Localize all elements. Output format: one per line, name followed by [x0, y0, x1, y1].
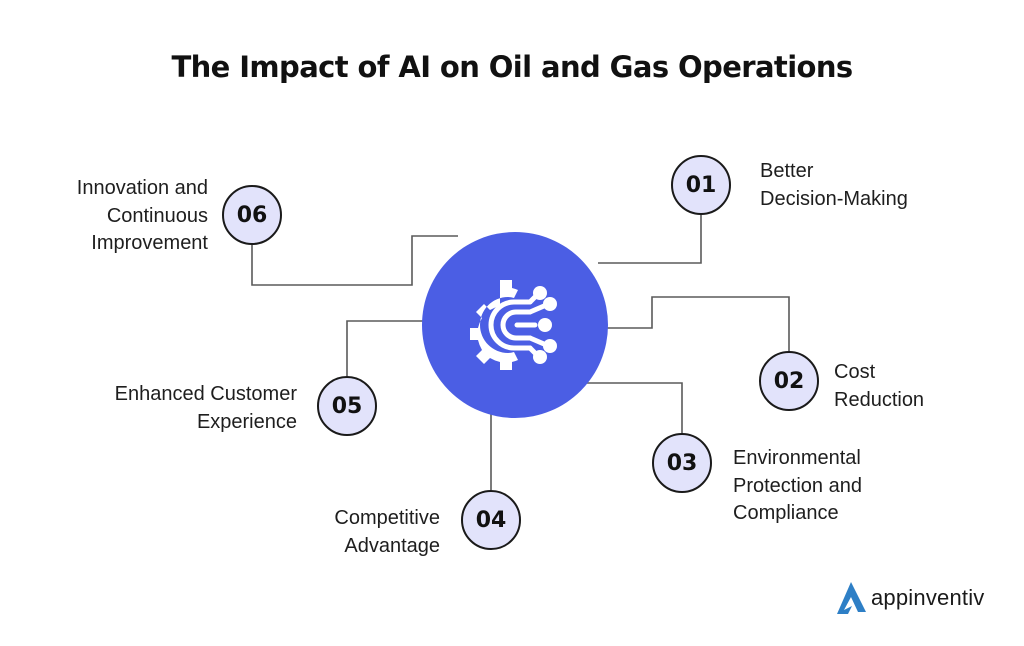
connector-06: [251, 235, 458, 286]
label-01: Better Decision-Making: [760, 158, 908, 213]
badge-02: 02: [759, 351, 819, 411]
label-line: Protection and: [733, 474, 862, 497]
label-line: Cost: [834, 361, 876, 383]
badge-06: 06: [222, 185, 282, 245]
label-line: Compliance: [733, 502, 839, 524]
label-line: Advantage: [344, 534, 440, 557]
label-line: Experience: [196, 410, 297, 433]
label-03: Environmental Protection and Compliance: [733, 445, 862, 528]
badge-05: 05: [317, 376, 377, 436]
label-04: Competitive Advantage: [334, 505, 440, 560]
connector-03: [570, 382, 683, 433]
label-line: Continuous: [106, 204, 208, 227]
label-line: Enhanced Customer: [114, 383, 297, 405]
label-line: Improvement: [91, 232, 208, 254]
label-line: Environmental: [733, 447, 861, 469]
brand-name: appinventiv: [871, 585, 985, 610]
badge-01: 01: [671, 155, 731, 215]
label-05: Enhanced Customer Experience: [115, 381, 297, 436]
badge-03: 03: [652, 433, 712, 493]
connector-02: [605, 296, 790, 351]
label-02: Cost Reduction: [834, 359, 924, 414]
label-line: Reduction: [834, 388, 925, 411]
central-hub: [422, 232, 608, 418]
brand-logo: appinventiv: [834, 580, 985, 616]
badge-04: 04: [461, 490, 521, 550]
page-title: The Impact of AI on Oil and Gas Operatio…: [171, 50, 853, 84]
label-line: Innovation and: [76, 177, 208, 199]
label-line: Competitive: [334, 507, 440, 529]
connector-05: [346, 320, 423, 376]
appinventiv-logo-icon: [837, 582, 866, 614]
gear-circuit-icon: [470, 280, 557, 370]
connector-01: [598, 215, 702, 264]
label-06: Innovation and Continuous Improvement: [77, 175, 208, 258]
label-line: Better: [760, 160, 814, 182]
label-line: Decision-Making: [760, 187, 908, 210]
